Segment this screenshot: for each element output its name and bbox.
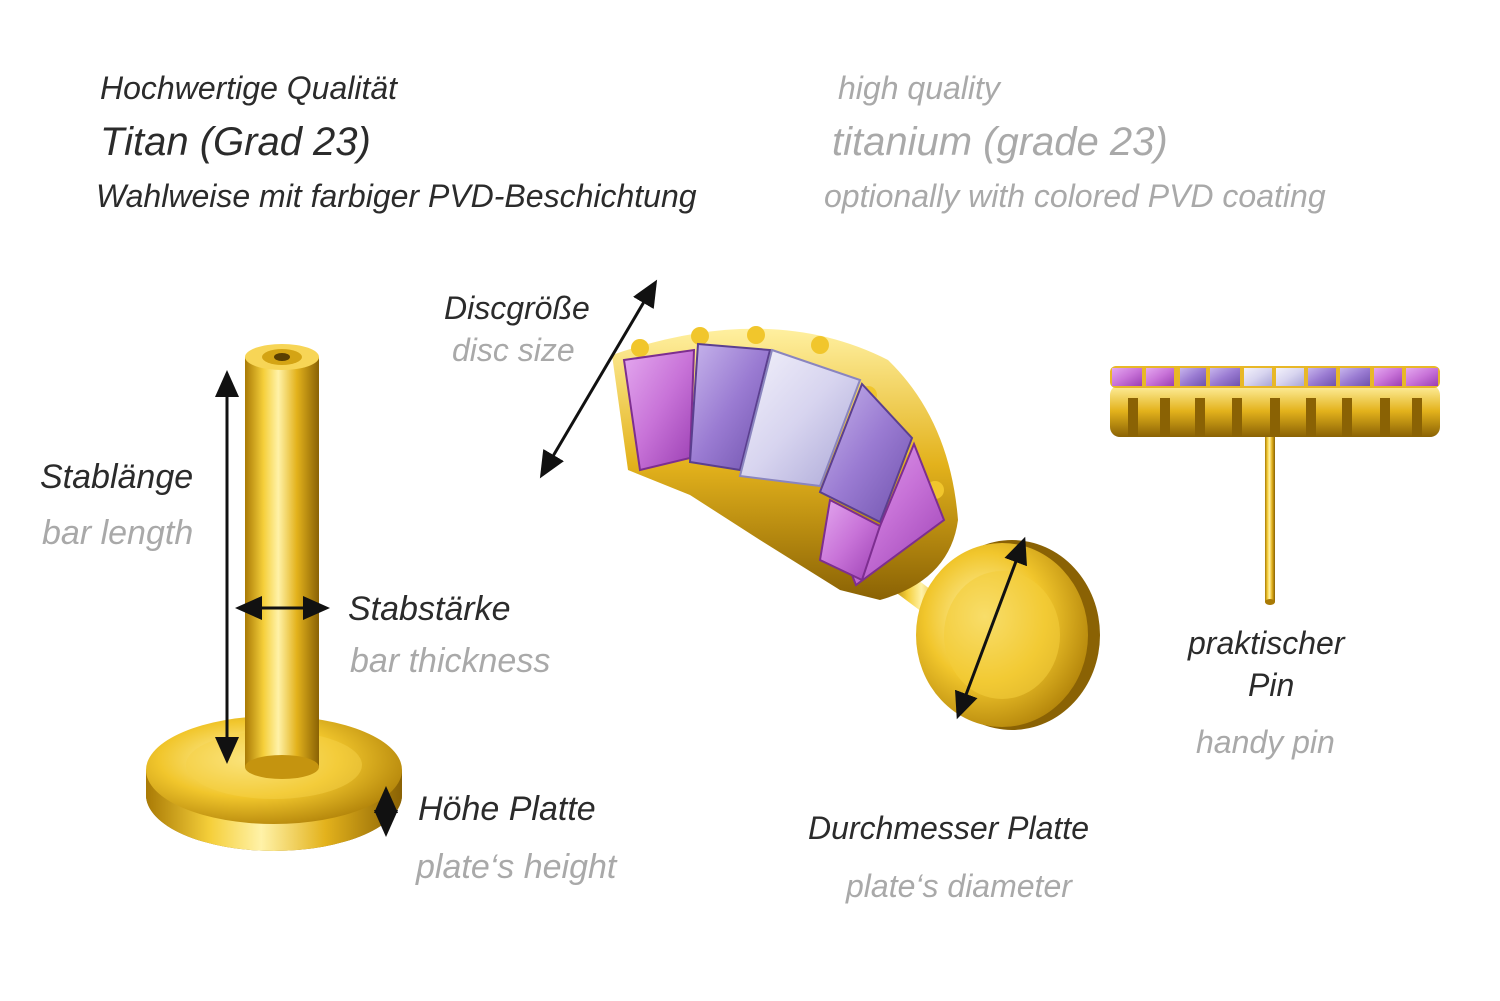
- header-en-quality: high quality: [838, 70, 1000, 106]
- plate-diameter-label-en: plate‘s diameter: [846, 868, 1072, 904]
- header-en-material: titanium (grade 23): [832, 120, 1168, 164]
- bar-length-label: Stablänge: [40, 458, 194, 496]
- disc-size-label-en: disc size: [452, 332, 575, 368]
- jeweled-labret: [612, 326, 1100, 730]
- plate-diameter-arrow: [955, 536, 1027, 720]
- bar-length-label-en: bar length: [42, 514, 194, 552]
- header-de-material: Titan (Grad 23): [100, 120, 371, 164]
- header-de-coating: Wahlweise mit farbiger PVD-Beschichtung: [96, 178, 697, 214]
- disc-size-label: Discgröße: [444, 290, 590, 326]
- header-en-coating: optionally with colored PVD coating: [824, 178, 1326, 214]
- plate-height-label: Höhe Platte: [418, 790, 596, 828]
- disc-size-arrow: [539, 279, 658, 479]
- header-de-quality: Hochwertige Qualität: [100, 70, 398, 106]
- bar-thickness-label: Stabstärke: [348, 590, 511, 628]
- pin-label-line1: praktischer: [1188, 625, 1345, 661]
- top-with-pin: [1110, 366, 1440, 605]
- plate-diameter-label: Durchmesser Platte: [808, 810, 1089, 846]
- bar-thickness-label-en: bar thickness: [350, 642, 551, 680]
- pin-label-line2: Pin: [1248, 667, 1295, 703]
- pin-label-en: handy pin: [1196, 724, 1335, 760]
- labret-post: [146, 344, 402, 851]
- plate-height-label-en: plate‘s height: [416, 848, 617, 886]
